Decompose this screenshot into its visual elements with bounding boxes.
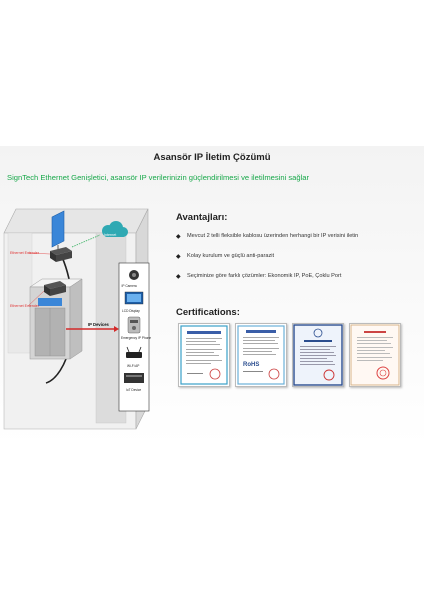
list-item: ◆ Kolay kurulum ve güçlü anti-parazit — [176, 252, 422, 260]
advantage-text: Kolay kurulum ve güçlü anti-parazit — [187, 253, 275, 259]
internet-label: Internet — [104, 233, 116, 237]
iot-device-icon — [124, 373, 144, 383]
device-panel — [118, 262, 150, 412]
phone-icon — [127, 316, 141, 334]
page-subtitle: SignTech Ethernet Genişletici, asansör I… — [7, 173, 310, 182]
list-item: ◆ Mevcut 2 telli fleksible kablosu üzeri… — [176, 232, 422, 240]
advantages-title: Avantajları: — [176, 212, 228, 223]
certificate-image — [178, 323, 230, 387]
device-label-camera: IP Camera — [122, 284, 137, 288]
elevator-diagram: Internet Ethernet Extender Ethernet Exte… — [3, 208, 151, 430]
device-label-wifi: Wi-Fi AP — [127, 364, 139, 368]
list-item: ◆ Seçiminize göre farklı çözümler: Ekono… — [176, 272, 422, 280]
device-label-phone: Emergency IP Phone — [121, 336, 151, 340]
diamond-bullet-icon: ◆ — [176, 254, 181, 260]
ip-devices-label: IP Devices — [88, 322, 110, 327]
extender-bottom-label: Ethernet Extender — [10, 304, 40, 308]
certificate-image: RoHS — [235, 323, 287, 387]
advantage-text: Seçiminize göre farklı çözümler: Ekonomi… — [187, 273, 342, 279]
device-label-iot: IoT Device — [126, 388, 141, 392]
rohs-mark: RoHS — [243, 362, 259, 368]
certificate-image — [292, 323, 344, 387]
elevator-cabin — [29, 278, 83, 360]
extender-bottom-icon — [44, 281, 66, 296]
certificate-image — [349, 323, 401, 387]
camera-icon — [129, 270, 139, 280]
page-title: Asansör IP İletim Çözümü — [153, 152, 271, 163]
display-icon — [124, 291, 144, 305]
diamond-bullet-icon: ◆ — [176, 274, 181, 280]
device-label-display: LCD Display — [122, 309, 140, 313]
certifications-title: Certifications: — [176, 307, 240, 318]
extender-top-label: Ethernet Extender — [10, 251, 40, 255]
wifi-ap-icon — [126, 346, 142, 358]
antenna-panel-icon — [51, 210, 65, 248]
advantage-text: Mevcut 2 telli fleksible kablosu üzerind… — [187, 233, 359, 239]
diamond-bullet-icon: ◆ — [176, 234, 181, 240]
advantages-list: ◆ Mevcut 2 telli fleksible kablosu üzeri… — [176, 232, 422, 292]
cloud-icon — [102, 221, 128, 237]
extender-top-icon — [50, 247, 72, 262]
